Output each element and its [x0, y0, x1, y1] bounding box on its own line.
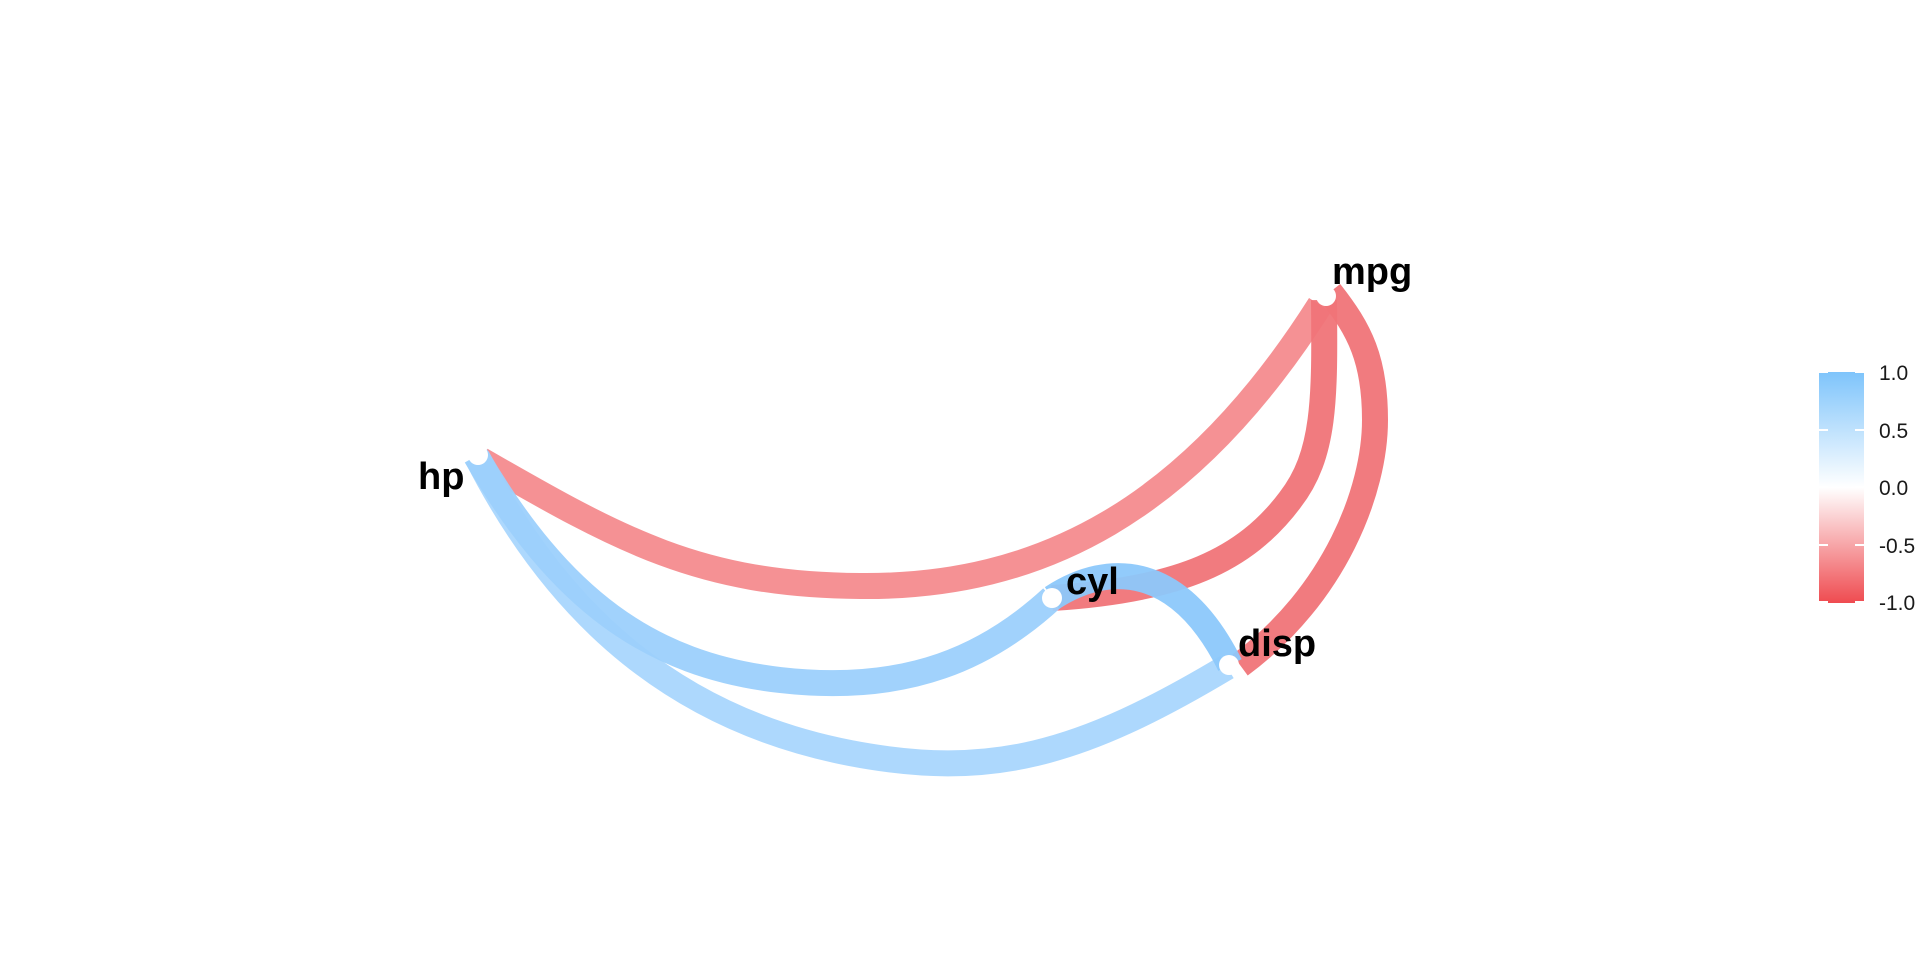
- legend-tick-label: 0.0: [1879, 477, 1908, 500]
- node-cyl: [1042, 588, 1062, 608]
- legend-tick-label: 1.0: [1879, 362, 1908, 385]
- edge-hp-cyl: [464, 449, 1061, 697]
- node-label-disp: disp: [1238, 623, 1316, 665]
- legend-tick-marks: [1819, 371, 1864, 603]
- node-hp: [468, 445, 488, 465]
- edge-cyl-disp: [1044, 563, 1242, 671]
- color-legend: 1.0 0.5 0.0 -0.5 -1.0: [1819, 362, 1915, 615]
- edges: [464, 283, 1389, 777]
- node-label-hp: hp: [418, 456, 464, 498]
- node-disp: [1219, 655, 1239, 675]
- edge-disp-mpg: [1232, 283, 1389, 676]
- nodes: [468, 286, 1336, 675]
- legend-tick-label: 0.5: [1879, 420, 1908, 443]
- node-label-mpg: mpg: [1332, 251, 1412, 293]
- node-mpg: [1316, 286, 1336, 306]
- legend-tick-label: -1.0: [1879, 592, 1915, 615]
- edge-hp-mpg: [474, 298, 1331, 600]
- node-label-cyl: cyl: [1066, 561, 1119, 603]
- legend-tick-label: -0.5: [1879, 535, 1915, 558]
- node-labels: mpg hp cyl disp: [418, 251, 1412, 665]
